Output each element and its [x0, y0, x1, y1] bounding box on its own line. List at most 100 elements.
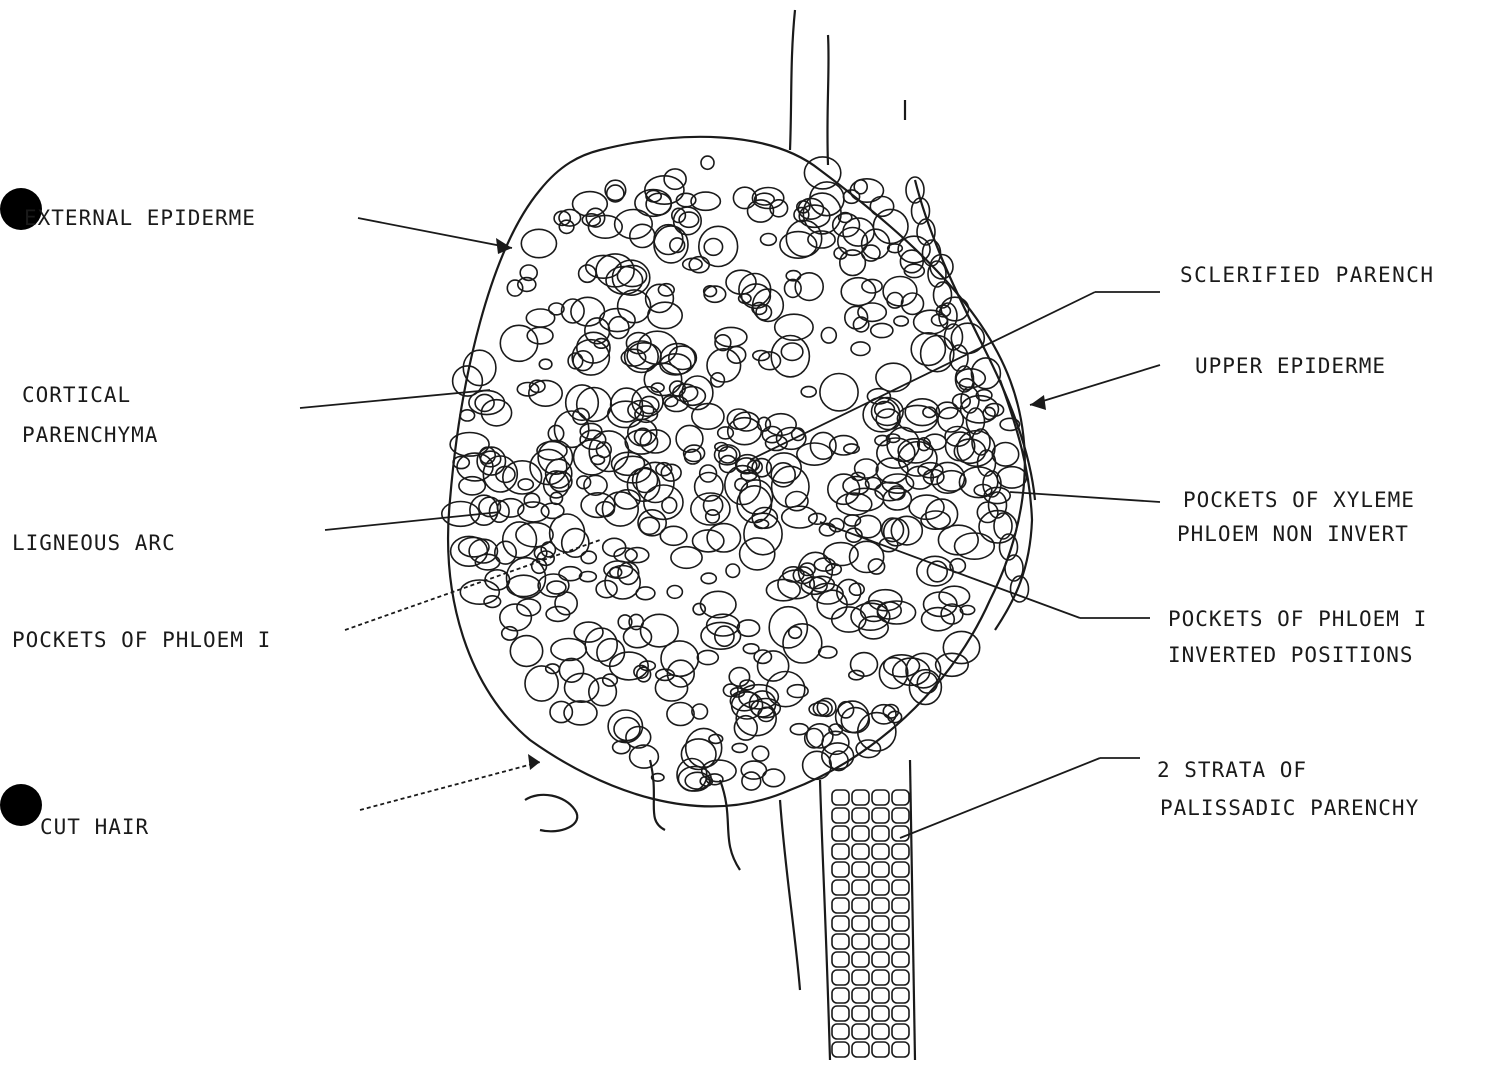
label-parenchyma: PARENCHYMA [22, 425, 158, 446]
palisade-cell [872, 1024, 889, 1039]
palisade-cell [892, 916, 909, 931]
palisade-cell [852, 808, 869, 823]
palisade-cell [872, 970, 889, 985]
palisade-cell [872, 934, 889, 949]
leader-strata [900, 758, 1100, 838]
palisade-cell [832, 790, 849, 805]
palisade-cell [892, 970, 909, 985]
label-cut-hair: CUT HAIR [40, 817, 149, 838]
palisade-cell [852, 970, 869, 985]
palisade-cell [892, 988, 909, 1003]
palisade-cell [892, 844, 909, 859]
palisade-cell [892, 1042, 909, 1057]
cell [630, 745, 659, 768]
lamina-lower [910, 760, 915, 1060]
label-palissadic: PALISSADIC PARENCHY [1160, 798, 1419, 819]
cell [871, 323, 893, 337]
cell [769, 607, 807, 648]
cell [591, 455, 604, 464]
cell [517, 599, 541, 616]
palisade-cell [832, 844, 849, 859]
palisade-cell [852, 1024, 869, 1039]
cell [824, 543, 858, 566]
cell [641, 614, 679, 647]
cell [546, 664, 560, 674]
cell [648, 302, 682, 328]
cell [627, 468, 659, 501]
cell [579, 265, 596, 282]
cell [782, 506, 817, 528]
cell [850, 541, 884, 572]
cut-hair-shape [525, 795, 577, 832]
cell [778, 570, 814, 599]
cell [841, 708, 869, 733]
cell [606, 267, 643, 295]
cell [766, 672, 804, 707]
palisade-cell [872, 862, 889, 877]
cell [783, 624, 822, 663]
cell [581, 551, 596, 563]
palisade-cell [852, 952, 869, 967]
palisade-cell [852, 988, 869, 1003]
cell [743, 644, 759, 654]
palisade-cell [852, 898, 869, 913]
cell [795, 273, 823, 301]
leader-upper-epiderme [1030, 365, 1160, 405]
cell [761, 234, 777, 246]
arrow-head [528, 754, 540, 770]
cell [701, 156, 714, 169]
cell [709, 734, 723, 743]
leader-external-epiderme [358, 218, 512, 248]
palisade-cell [852, 1042, 869, 1057]
palisade-cell [892, 790, 909, 805]
cell [524, 493, 539, 507]
cell [550, 701, 572, 722]
cell [585, 628, 617, 661]
cell [879, 658, 907, 689]
cell [671, 547, 702, 569]
leader-cut-hair [360, 762, 540, 810]
cell [459, 477, 485, 495]
cell [459, 538, 489, 557]
label-pockets-phloem-right: POCKETS OF PHLOEM I [1168, 609, 1427, 630]
palisade-cell [872, 808, 889, 823]
palisade-cell [872, 790, 889, 805]
palisade-cell [872, 1042, 889, 1057]
palisade-cell [832, 826, 849, 841]
leader-sclerified [750, 292, 1095, 460]
cell [596, 502, 614, 517]
cell [821, 328, 836, 344]
cell [674, 207, 702, 235]
palisade-cell [892, 1006, 909, 1021]
punch-hole-bottom [0, 784, 42, 826]
cell [667, 586, 682, 599]
label-pockets-xyleme: POCKETS OF XYLEME [1183, 490, 1415, 511]
label-ligneous-arc: LIGNEOUS ARC [12, 533, 176, 554]
cell [809, 703, 828, 716]
palisade-cell [852, 934, 869, 949]
cell [577, 388, 612, 422]
palisade-cell [892, 862, 909, 877]
palisade-cell [832, 1042, 849, 1057]
palisade-cell [832, 934, 849, 949]
cell [614, 718, 640, 741]
cell [849, 670, 864, 679]
cell [539, 359, 552, 369]
cell [820, 374, 858, 411]
cell [609, 317, 629, 339]
palisade-cell [852, 826, 869, 841]
cell [742, 772, 761, 790]
palisade-cell [872, 988, 889, 1003]
palisade-cell [832, 808, 849, 823]
cell [635, 190, 671, 217]
midrib-outline [448, 137, 1025, 806]
cell [691, 493, 730, 525]
cell [790, 724, 808, 735]
cell [858, 303, 886, 321]
cell [559, 658, 583, 682]
palisade-cell [852, 916, 869, 931]
cell [938, 525, 978, 555]
lamina-lower [820, 780, 830, 1060]
cell [573, 192, 608, 217]
